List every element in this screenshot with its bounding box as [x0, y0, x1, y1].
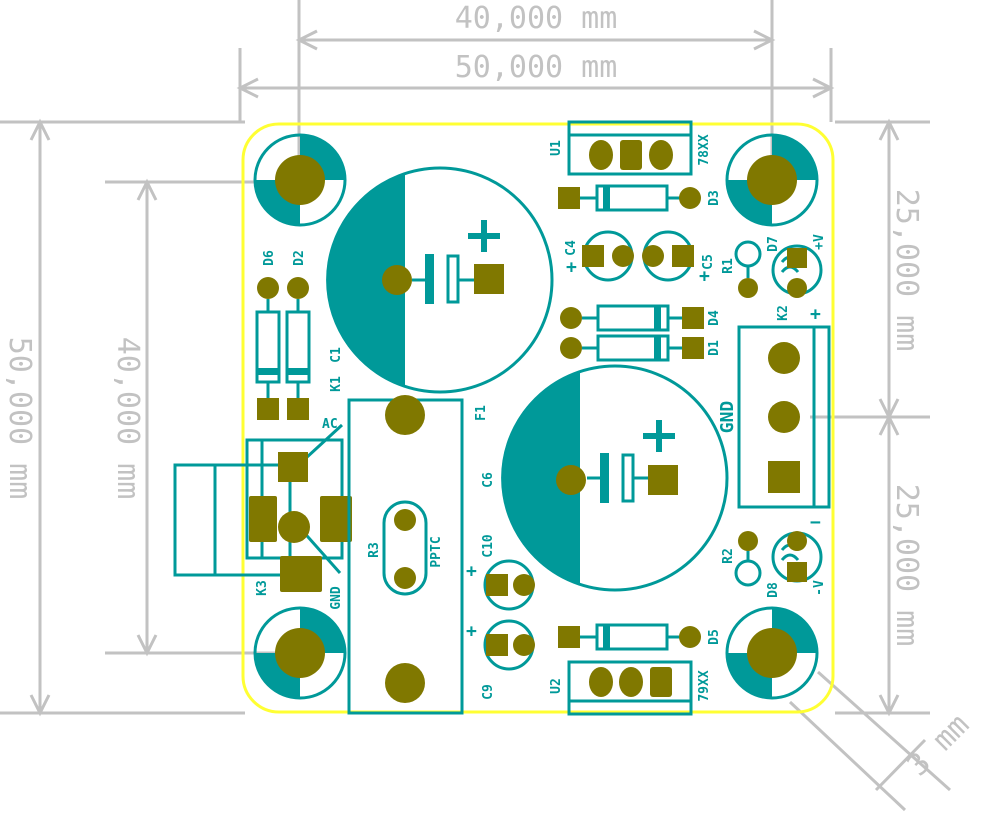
led-d8 [771, 531, 823, 583]
d8-ref: D8 [766, 582, 781, 598]
diode-d1 [560, 334, 704, 362]
c10-plus: + [466, 561, 477, 582]
d5-ref: D5 [707, 629, 722, 645]
dimension-lines [0, 0, 951, 812]
dim-right-lower-label: 25,000 mm [889, 484, 924, 647]
c1-ref: C1 [329, 347, 344, 363]
diode-d2 [285, 277, 311, 420]
u1-ref: U1 [549, 140, 564, 156]
gnd-left-label: GND [329, 586, 344, 610]
d3-ref: D3 [707, 190, 722, 206]
pos-v-label: +V [812, 234, 827, 250]
c4-plus: + [566, 257, 577, 278]
resistor-r2 [734, 531, 762, 587]
mounting-hole-top-right [725, 133, 819, 227]
r1-ref: R1 [721, 258, 736, 274]
gnd-right-label: GND [717, 401, 738, 434]
capacitor-c9 [483, 619, 535, 671]
c5-ref: C5 [701, 254, 716, 270]
u2-value: 79XX [697, 670, 712, 701]
dim-left-inner-label: 40,000 mm [110, 337, 145, 500]
k2-ref: K2 [776, 305, 791, 321]
ac-label: AC [322, 417, 338, 432]
capacitor-c1-large [326, 166, 554, 394]
r3-ref: R3 [367, 542, 382, 558]
dim-left-outer-label: 50,000 mm [2, 337, 37, 500]
u2-ref: U2 [549, 678, 564, 694]
k3-ref: K3 [255, 580, 270, 596]
d7-ref: D7 [766, 236, 781, 252]
dim-top-inner-label: 40,000 mm [455, 1, 618, 36]
k2-minus-label: − [810, 512, 821, 533]
capacitor-c6-large [501, 364, 729, 592]
regulator-u2 [567, 660, 693, 716]
k1-ref: K1 [329, 376, 344, 392]
mounting-hole-bottom-right [725, 606, 819, 700]
f1-ref: F1 [474, 405, 489, 421]
c9-ref: C9 [481, 684, 496, 700]
c6-ref: C6 [481, 472, 496, 488]
c9-plus: + [466, 621, 477, 642]
diode-d4 [560, 304, 704, 332]
regulator-u1 [567, 120, 693, 176]
capacitor-c10 [483, 559, 535, 611]
dim-top-outer-label: 50,000 mm [455, 50, 618, 85]
r2-ref: R2 [721, 548, 736, 564]
capacitor-c5 [642, 230, 694, 282]
dim-right-upper-label: 25,000 mm [889, 189, 924, 352]
capacitor-c4 [582, 230, 634, 282]
led-d7 [771, 244, 823, 298]
d1-ref: D1 [707, 340, 722, 356]
neg-v-label: -V [812, 580, 827, 596]
c4-ref: C4 [564, 240, 579, 256]
diode-d6 [255, 277, 281, 420]
d4-ref: D4 [707, 310, 722, 326]
diode-d3 [558, 184, 701, 212]
c5-plus: + [699, 266, 710, 287]
c10-ref: C10 [481, 534, 496, 558]
d2-ref: D2 [292, 250, 307, 266]
connector-k2 [737, 325, 831, 509]
k2-plus-label: + [810, 304, 821, 325]
diode-d5 [558, 623, 701, 651]
connector-k3-jack [173, 423, 352, 592]
d6-ref: D6 [262, 250, 277, 266]
board-edge [241, 122, 835, 714]
fuse-f1 [347, 395, 464, 715]
u1-value: 78XX [697, 134, 712, 165]
mounting-hole-top-left [253, 133, 347, 227]
resistor-r1 [734, 240, 762, 298]
pptc-label: PPTC [429, 536, 444, 567]
mounting-hole-bottom-left [253, 606, 347, 700]
dim-corner-radius-label: 3 mm [900, 707, 976, 783]
